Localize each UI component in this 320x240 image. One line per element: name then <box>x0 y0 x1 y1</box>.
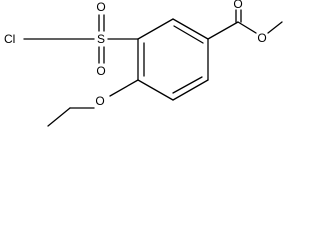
bond-oester-methyl <box>267 21 283 34</box>
atom-chlorine: Cl <box>4 32 15 46</box>
ring-bond-2 <box>172 18 209 40</box>
atom-sulfur: S <box>97 32 105 46</box>
ring-bond-4-inner <box>172 76 203 94</box>
atom-oxygen-ether: O <box>95 94 104 108</box>
methyl-ester-group: O O <box>207 0 283 45</box>
atom-oxygen-sulfonyl-bottom: O <box>96 64 105 78</box>
ring-bond-4 <box>172 79 209 101</box>
benzene-ring <box>137 18 209 101</box>
ring-bond-2-inner <box>173 25 204 44</box>
bond-ring-oether <box>109 79 139 97</box>
bond-carbonyl-oester <box>237 21 257 34</box>
ring-bond-1 <box>137 18 174 40</box>
ethoxy-group: O <box>47 79 139 127</box>
bond-ch2-ch3 <box>47 107 71 127</box>
atom-oxygen-sulfonyl-top: O <box>96 0 105 14</box>
sulfonyl-chloride-group: Cl S O O <box>4 0 139 78</box>
chemical-structure-diagram: Cl S O O O O O <box>4 0 283 127</box>
bond-ring-carbonyl <box>207 21 239 40</box>
atom-oxygen-carbonyl: O <box>233 0 242 11</box>
ring-bond-5 <box>137 79 174 101</box>
atom-oxygen-ester: O <box>257 31 266 45</box>
